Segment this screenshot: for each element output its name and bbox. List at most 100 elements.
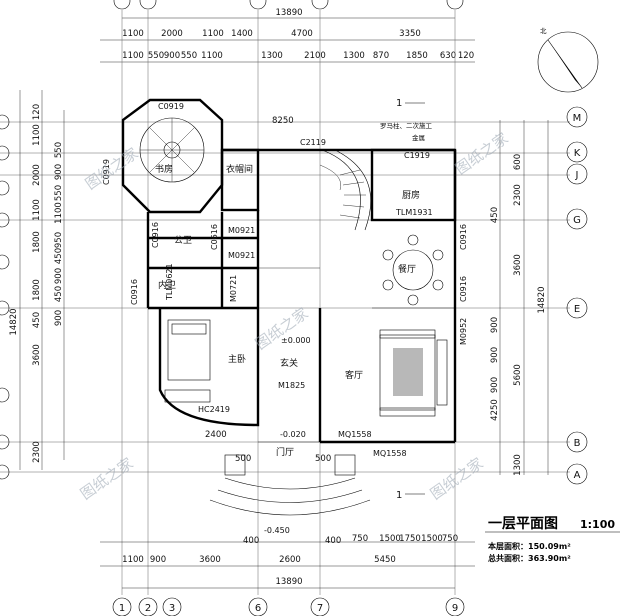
svg-text:450: 450 <box>54 286 64 302</box>
svg-text:1800: 1800 <box>32 231 42 253</box>
svg-text:1: 1 <box>396 98 402 109</box>
right-axis-bubbles: M K J G E B A <box>566 106 588 485</box>
spiral-stair <box>139 117 205 183</box>
svg-text:±0.000: ±0.000 <box>281 336 311 345</box>
svg-text:M0721: M0721 <box>229 275 238 302</box>
svg-text:J: J <box>575 170 579 181</box>
svg-text:M: M <box>573 113 582 124</box>
element-codes: C0919 C2119 C1919 TLM1931 M0921 M0921 C0… <box>102 102 468 535</box>
svg-text:2300: 2300 <box>513 184 523 206</box>
svg-text:1750: 1750 <box>399 534 421 544</box>
svg-text:1100: 1100 <box>32 199 42 221</box>
svg-text:900: 900 <box>164 51 180 61</box>
north-label: 北 <box>540 27 547 35</box>
svg-text:550: 550 <box>54 185 64 201</box>
bottom-total-dim: 13890 <box>275 577 302 587</box>
svg-text:图纸之家: 图纸之家 <box>452 129 511 178</box>
svg-text:900: 900 <box>490 347 500 363</box>
svg-text:B: B <box>574 438 581 449</box>
svg-text:1800: 1800 <box>32 279 42 301</box>
svg-text:1100: 1100 <box>54 202 64 224</box>
total-area: 总共面积：363.90m² <box>488 553 571 563</box>
svg-text:14820: 14820 <box>537 286 547 313</box>
svg-text:MQ1558: MQ1558 <box>338 430 372 439</box>
svg-text:900: 900 <box>54 268 64 284</box>
right-dims: 600 2300 450 3600 5600 1300 900 900 900 … <box>490 120 549 476</box>
svg-text:2000: 2000 <box>161 29 183 39</box>
section-marker: 1 1 <box>396 98 425 501</box>
porch <box>209 441 371 516</box>
bottom-dim-row1: 1100 900 <box>100 541 475 565</box>
top-axis-bubbles <box>113 0 464 10</box>
room-private-wc: 内卫 <box>158 279 176 291</box>
svg-text:图纸之家: 图纸之家 <box>427 454 486 503</box>
top-dim-row1: 1100 2000 1100 1400 4700 3350 <box>100 29 475 41</box>
title-block: 一层平面图 1:100 本层面积：150.09m² 总共面积：363.90m² <box>485 516 620 563</box>
svg-text:C0616: C0616 <box>210 224 219 250</box>
room-kitchen: 厨房 <box>402 189 420 201</box>
svg-text:C0916: C0916 <box>459 276 468 302</box>
svg-text:870: 870 <box>373 51 389 61</box>
svg-text:3600: 3600 <box>513 254 523 276</box>
svg-text:1300: 1300 <box>261 51 283 61</box>
svg-text:M1825: M1825 <box>278 381 305 390</box>
svg-text:14820: 14820 <box>9 308 19 335</box>
svg-text:450: 450 <box>490 207 500 223</box>
svg-text:-0.450: -0.450 <box>264 526 290 535</box>
svg-text:900: 900 <box>54 164 64 180</box>
svg-text:TLM1931: TLM1931 <box>395 208 433 217</box>
svg-text:8250: 8250 <box>272 116 294 126</box>
walls <box>121 98 457 444</box>
svg-text:2300: 2300 <box>32 441 42 463</box>
svg-text:6: 6 <box>255 603 261 614</box>
svg-text:550: 550 <box>54 142 64 158</box>
svg-text:1100: 1100 <box>122 51 144 61</box>
room-porch: 门厅 <box>276 446 294 458</box>
svg-text:-0.020: -0.020 <box>280 430 306 439</box>
svg-text:1300: 1300 <box>343 51 365 61</box>
left-dims: 14820 120 1100 2000 1100 1800 1800 450 3… <box>9 90 65 470</box>
top-total-dim: 13890 <box>275 8 302 18</box>
svg-text:M0952: M0952 <box>459 318 468 345</box>
svg-text:HC2419: HC2419 <box>198 405 230 414</box>
svg-text:1100: 1100 <box>202 29 224 39</box>
grid-lines <box>0 10 570 595</box>
staircase <box>319 149 372 231</box>
svg-text:C0916: C0916 <box>130 279 139 305</box>
svg-text:950: 950 <box>54 232 64 248</box>
room-living: 客厅 <box>345 369 363 381</box>
room-dining: 餐厅 <box>398 263 416 275</box>
svg-text:2600: 2600 <box>279 555 301 565</box>
sofa-set <box>379 329 448 417</box>
room-foyer: 玄关 <box>280 357 298 369</box>
svg-text:1: 1 <box>119 603 125 614</box>
svg-text:5450: 5450 <box>374 555 396 565</box>
svg-text:400: 400 <box>243 536 259 546</box>
svg-text:1850: 1850 <box>406 51 428 61</box>
svg-text:550: 550 <box>148 51 164 61</box>
bottom-dim-row1b: 750 1500 1750 1500 750 <box>352 534 458 544</box>
drawing-scale: 1:100 <box>580 518 615 531</box>
master-bed <box>164 319 211 403</box>
svg-text:400: 400 <box>325 536 341 546</box>
svg-text:630: 630 <box>440 51 456 61</box>
svg-text:1400: 1400 <box>231 29 253 39</box>
svg-text:1300: 1300 <box>513 454 523 476</box>
left-axis-bubbles <box>0 114 10 480</box>
svg-text:1500: 1500 <box>421 534 443 544</box>
bottom-dim-row2: 3600 2600 5450 <box>100 555 475 567</box>
svg-text:1100: 1100 <box>32 124 42 146</box>
svg-text:900: 900 <box>54 310 64 326</box>
note-columns: 罗马柱、二次施工 <box>380 121 433 130</box>
top-dim-row2: 1100 550 900 550 1100 1300 2100 1300 870… <box>100 51 475 63</box>
svg-text:M0921: M0921 <box>228 251 255 260</box>
svg-text:3600: 3600 <box>32 344 42 366</box>
svg-text:E: E <box>574 304 580 315</box>
dining-table <box>382 234 444 306</box>
svg-text:4250: 4250 <box>490 399 500 421</box>
svg-text:1500: 1500 <box>379 534 401 544</box>
svg-text:120: 120 <box>32 104 42 120</box>
svg-text:450: 450 <box>32 312 42 328</box>
svg-text:图纸之家: 图纸之家 <box>77 454 136 503</box>
svg-text:1100: 1100 <box>201 51 223 61</box>
